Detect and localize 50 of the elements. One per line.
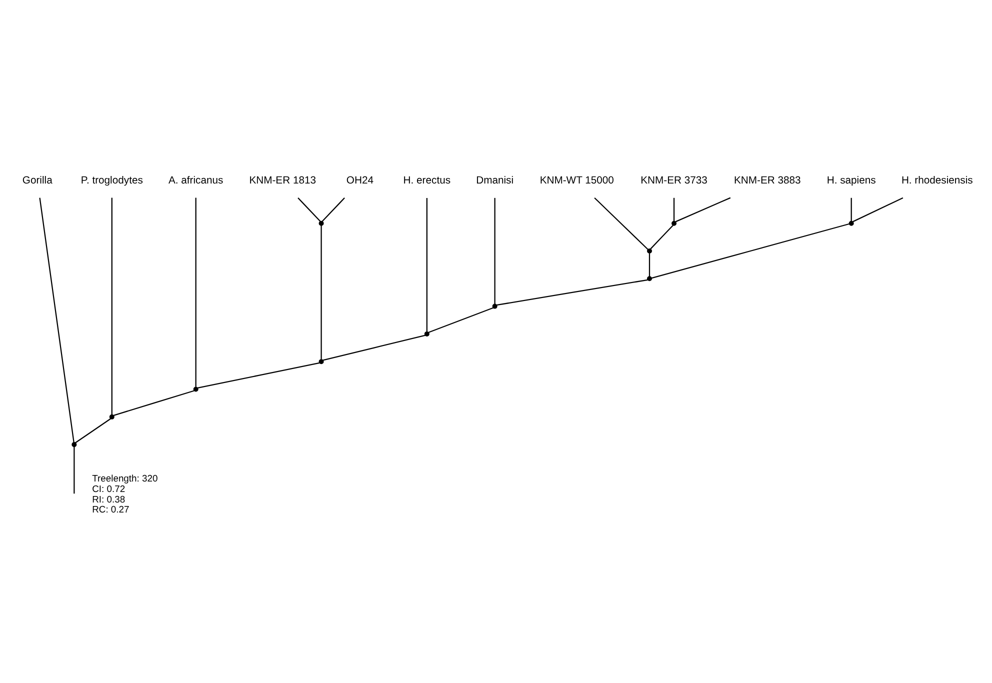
node-text: H. sapiens — [826, 175, 876, 186]
label: Treelength: 320 — [92, 472, 158, 484]
node-text: P. troglodytes — [80, 175, 143, 186]
node-text: Dmanisi — [476, 175, 514, 186]
label: RC: 0.27 — [92, 504, 130, 515]
connector — [850, 198, 852, 222]
node-text: A. africanus — [168, 175, 224, 186]
connector — [39, 198, 74, 442]
node-text: H. erectus — [403, 175, 451, 186]
node-point — [318, 359, 324, 364]
node-point — [492, 304, 498, 309]
connector — [426, 198, 428, 332]
node-point — [672, 220, 677, 226]
node-point — [646, 276, 652, 282]
connector — [74, 446, 75, 494]
connector — [494, 198, 496, 304]
node-point — [109, 414, 114, 420]
node-text: OH24 — [346, 175, 374, 186]
connector — [673, 198, 675, 222]
connector — [322, 334, 426, 361]
node-point — [318, 220, 324, 226]
connector — [113, 390, 194, 416]
node-point — [72, 442, 77, 448]
connector — [320, 225, 322, 360]
node-text: KNM-ER 3733 — [640, 175, 708, 186]
connector — [198, 362, 320, 388]
node-text: H. rhodesiensis — [901, 175, 973, 186]
connector — [322, 198, 345, 222]
label: CI: 0.72 — [92, 482, 126, 494]
connector — [298, 198, 321, 222]
connector — [650, 224, 674, 250]
node-text: KNM-WT 15000 — [540, 175, 614, 186]
connector — [111, 198, 112, 415]
connector — [675, 197, 731, 222]
label: RI: 0.38 — [92, 493, 126, 504]
node-point — [424, 331, 430, 336]
node-point — [193, 386, 198, 392]
connector — [652, 223, 850, 279]
node-point — [848, 220, 854, 226]
connector — [852, 197, 904, 222]
connector — [648, 253, 650, 277]
connector — [75, 418, 111, 444]
node-point — [646, 248, 652, 254]
connector — [195, 198, 196, 387]
connector — [594, 197, 648, 250]
node-text: KNM-ER 1813 — [249, 175, 316, 186]
node-text: Gorilla — [22, 175, 52, 186]
connector — [428, 307, 494, 333]
node-text: KNM-ER 3883 — [734, 175, 801, 186]
connector — [496, 279, 648, 306]
